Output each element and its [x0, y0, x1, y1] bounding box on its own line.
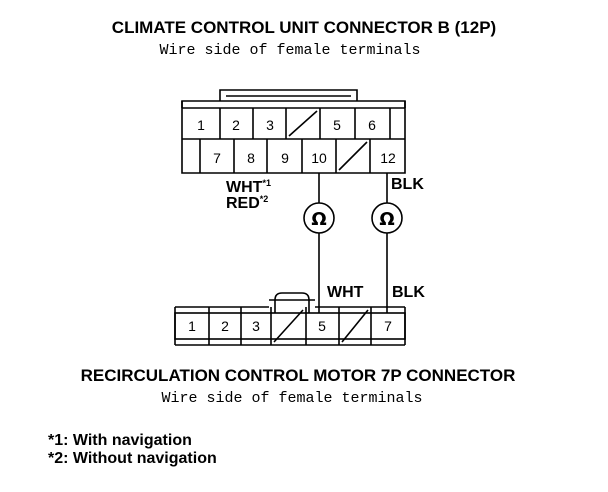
wire-label-wht-bottom: WHT [327, 284, 364, 301]
top-connector-empty-slot-11 [338, 141, 368, 171]
bottom-pin-7: 7 [384, 318, 392, 334]
top-pin-5: 5 [333, 117, 341, 133]
ohmmeter-right-circle [371, 202, 403, 234]
top-pin-6: 6 [368, 117, 376, 133]
top-connector: 1 2 3 5 6 7 8 9 10 12 [181, 89, 406, 174]
bottom-connector-lock-tab [274, 292, 310, 313]
top-connector-empty-slot-4 [288, 110, 318, 137]
bottom-pin-3: 3 [252, 318, 260, 334]
ohmmeter-right: Ω [371, 202, 403, 234]
footnote-2: *2: Without navigation [48, 450, 217, 467]
bottom-connector-subtitle: Wire side of female terminals [161, 390, 422, 407]
top-pin-8: 8 [247, 150, 255, 166]
wire-label-red-top: RED*2 [226, 194, 268, 212]
top-pin-1: 1 [197, 117, 205, 133]
bottom-connector-empty-slot-4 [273, 309, 304, 343]
top-connector-lock-tab [219, 89, 358, 101]
bottom-pin-2: 2 [221, 318, 229, 334]
bottom-connector-empty-slot-6 [341, 309, 369, 343]
top-pin-10: 10 [311, 150, 327, 166]
wire-label-blk-bottom: BLK [392, 284, 425, 301]
ohm-icon: Ω [379, 209, 394, 230]
wire-label-wht-top: WHT*1 [226, 178, 271, 196]
ohm-icon: Ω [311, 209, 326, 230]
top-pin-12: 12 [380, 150, 396, 166]
top-connector-subtitle: Wire side of female terminals [159, 42, 420, 59]
top-connector-title: CLIMATE CONTROL UNIT CONNECTOR B (12P) [112, 18, 496, 37]
top-pin-7: 7 [213, 150, 221, 166]
wire-label-blk-top: BLK [391, 176, 424, 193]
footnote-1: *1: With navigation [48, 432, 192, 449]
bottom-pin-1: 1 [188, 318, 196, 334]
top-pin-9: 9 [281, 150, 289, 166]
ohmmeter-left: Ω [303, 202, 335, 234]
ohmmeter-left-circle [303, 202, 335, 234]
bottom-connector: 1 2 3 5 7 [174, 292, 406, 346]
top-pin-3: 3 [266, 117, 274, 133]
bottom-pin-5: 5 [318, 318, 326, 334]
bottom-connector-title: RECIRCULATION CONTROL MOTOR 7P CONNECTOR [81, 366, 516, 385]
top-pin-2: 2 [232, 117, 240, 133]
top-connector-body [181, 100, 406, 174]
